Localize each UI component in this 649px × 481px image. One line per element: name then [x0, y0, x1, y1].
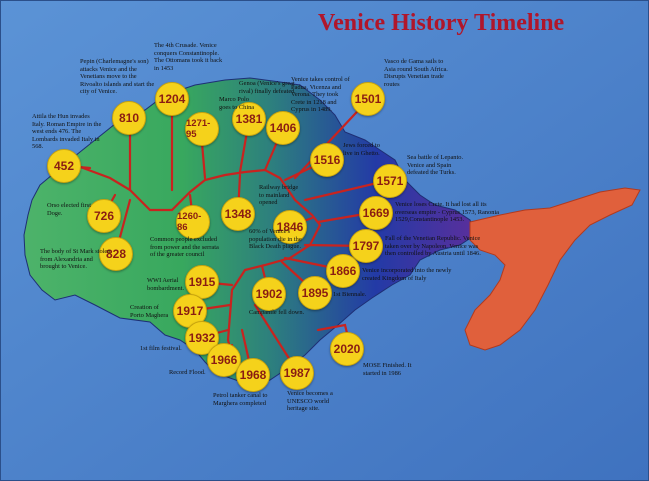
event-year-1932: 1932	[188, 331, 216, 345]
event-node-1902[interactable]: 1902	[252, 277, 286, 311]
event-year-452: 452	[53, 159, 75, 173]
event-note-2020: MOSE Finished. It started in 1986	[363, 362, 412, 377]
event-year-2020: 2020	[333, 342, 361, 356]
event-note-1968: Petrol tanker canal to Marghera complete…	[213, 392, 268, 407]
event-year-1348: 1348	[224, 207, 252, 221]
event-node-1271[interactable]: 1271-95	[185, 112, 219, 146]
event-year-1797: 1797	[352, 239, 380, 253]
event-note-1917: Creation of Porto Maghera	[130, 304, 169, 319]
event-year-1915: 1915	[188, 275, 216, 289]
event-year-1406: 1406	[269, 121, 297, 135]
event-note-1571: Sea battle of Lepanto. Venice and Spain …	[407, 154, 464, 177]
event-note-1271: Marco Polo goes to China	[219, 96, 255, 111]
event-node-452[interactable]: 452	[47, 149, 81, 183]
event-note-1987: Venice becomes a UNESCO world heritage s…	[287, 390, 333, 413]
event-year-1987: 1987	[283, 366, 311, 380]
event-year-1381: 1381	[235, 112, 263, 126]
event-note-1915: WWI Aerial bombardment.	[147, 277, 185, 292]
event-note-1866: Venice incorporated into the newly creat…	[362, 267, 452, 282]
event-node-1797[interactable]: 1797	[349, 229, 383, 263]
event-note-1381: Genoa (Venice's great rival) finally def…	[239, 80, 295, 95]
event-year-810: 810	[118, 111, 140, 125]
event-node-828[interactable]: 828	[99, 237, 133, 271]
event-node-1966[interactable]: 1966	[207, 343, 241, 377]
event-node-810[interactable]: 810	[112, 101, 146, 135]
event-note-1204: The 4th Crusade. Venice conquers Constan…	[154, 42, 223, 72]
event-note-1895: 1st Biennale.	[333, 291, 367, 298]
event-note-726: Orso elected first Doge.	[47, 202, 92, 217]
event-note-1966: Record Flood.	[169, 369, 206, 376]
event-node-1406[interactable]: 1406	[266, 111, 300, 145]
event-year-1501: 1501	[354, 92, 382, 106]
event-node-1866[interactable]: 1866	[326, 254, 360, 288]
event-note-1932: 1st film festival.	[140, 345, 182, 352]
event-node-1669[interactable]: 1669	[359, 196, 393, 230]
event-node-726[interactable]: 726	[87, 199, 121, 233]
event-note-1406: Venice takes control of Padua, Vicenza a…	[291, 76, 350, 114]
event-note-1501: Vasco de Gama sails to Asia round South …	[384, 58, 448, 88]
event-node-1987[interactable]: 1987	[280, 356, 314, 390]
event-note-1348: 60% of Venice's population die in the Bl…	[249, 228, 302, 251]
event-note-1902: Campanile fell down.	[249, 309, 305, 316]
event-year-1516: 1516	[313, 153, 341, 167]
event-year-1204: 1204	[158, 92, 186, 106]
event-year-1895: 1895	[301, 286, 329, 300]
event-year-1917: 1917	[176, 304, 204, 318]
event-note-452: Attila the Hun invades Italy. Roman Empi…	[32, 113, 102, 151]
event-note-1846: Railway bridge to mainland opened	[259, 184, 299, 207]
event-note-810: Pepin (Charlemagne's son) attacks Venice…	[80, 58, 155, 96]
grand-canal	[73, 163, 322, 357]
event-node-1895[interactable]: 1895	[298, 276, 332, 310]
event-year-828: 828	[105, 247, 127, 261]
event-node-1204[interactable]: 1204	[155, 82, 189, 116]
canal-to-1501	[293, 98, 370, 180]
event-year-726: 726	[93, 209, 115, 223]
east-island	[464, 187, 641, 351]
event-note-1797: Fall of the Venetian Republic. Venice ta…	[385, 235, 481, 258]
event-year-1571: 1571	[376, 174, 404, 188]
event-year-1271: 1271-95	[186, 118, 211, 140]
event-note-828: The body of St Mark stolen from Alexandr…	[40, 248, 111, 271]
event-node-1501[interactable]: 1501	[351, 82, 385, 116]
event-year-1968: 1968	[239, 368, 267, 382]
event-note-1516: Jews forced to live in Ghetto.	[343, 142, 380, 157]
event-year-1902: 1902	[255, 287, 283, 301]
event-note-1669: Venice loses Crete. It had lost all its …	[395, 201, 500, 224]
event-node-1381[interactable]: 1381	[232, 102, 266, 136]
event-note-1260: Common people excluded from power and th…	[150, 236, 219, 259]
event-year-1966: 1966	[210, 353, 238, 367]
event-node-1846[interactable]: 1846	[273, 210, 307, 244]
event-node-2020[interactable]: 2020	[330, 332, 364, 366]
event-node-1968[interactable]: 1968	[236, 358, 270, 392]
event-year-1260: 1260-86	[177, 211, 202, 233]
event-node-1571[interactable]: 1571	[373, 164, 407, 198]
event-node-1260[interactable]: 1260-86	[176, 205, 210, 239]
page-title: Venice History Timeline	[318, 10, 565, 36]
venice-island	[23, 77, 476, 386]
event-node-1348[interactable]: 1348	[221, 197, 255, 231]
event-year-1669: 1669	[362, 206, 390, 220]
canal-to-1271	[200, 141, 207, 180]
event-year-1846: 1846	[276, 220, 304, 234]
event-node-1516[interactable]: 1516	[310, 143, 344, 177]
event-year-1866: 1866	[329, 264, 357, 278]
